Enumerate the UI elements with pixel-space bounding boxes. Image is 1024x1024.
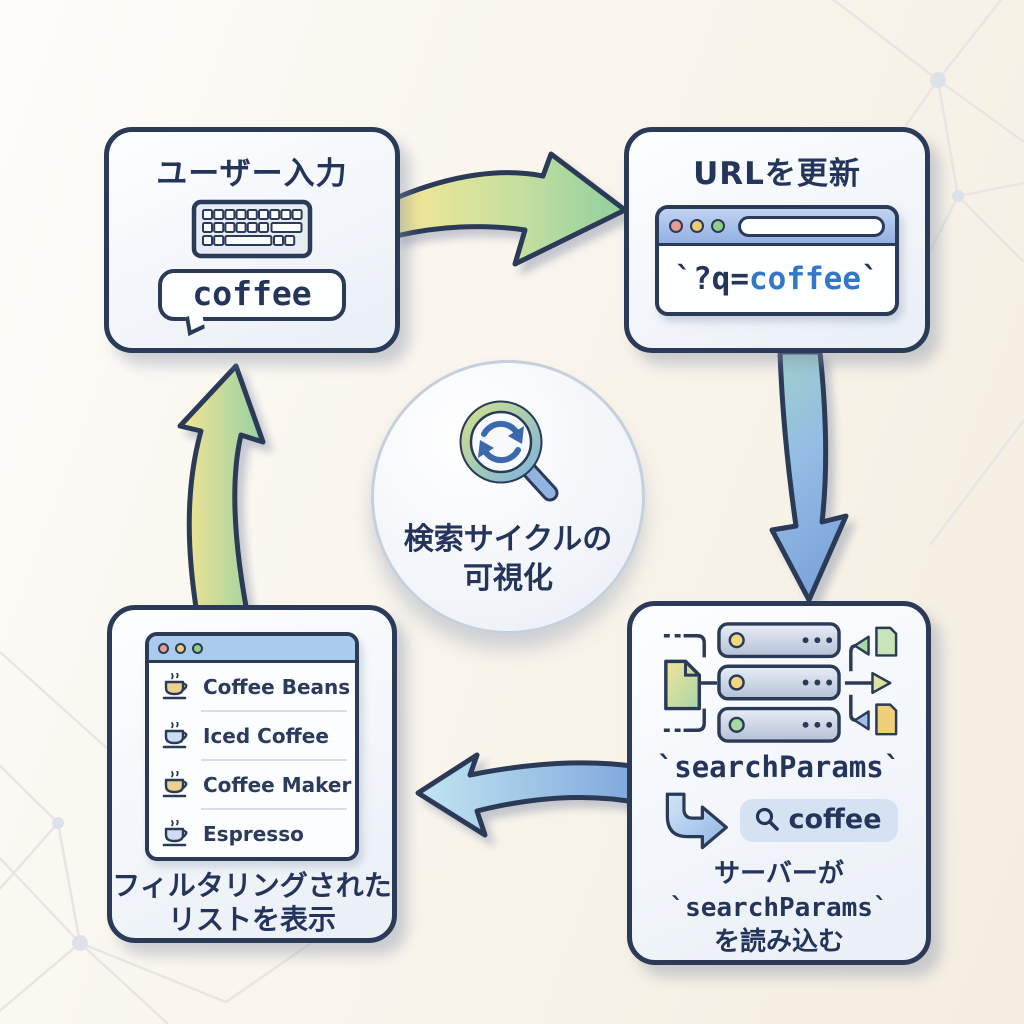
speech-bubble: coffee <box>158 269 346 336</box>
window-dot-yellow-icon <box>175 642 186 654</box>
coffee-cup-icon <box>162 721 188 748</box>
list-item-label: Coffee Maker <box>203 772 352 797</box>
arrow-user-input-to-url <box>393 151 628 267</box>
filtered-list-caption-line2: リストを表示 <box>167 903 336 937</box>
list-item-label: Espresso <box>203 821 304 846</box>
url-query-string: `?q=coffee` <box>674 261 879 297</box>
center-title: 検索サイクルの 可視化 <box>404 520 613 598</box>
box-search-params: `searchParams` coffee サーバーが `searchParam… <box>627 601 931 965</box>
searchparams-caption-line2: `searchParams` <box>669 892 889 923</box>
url-prefix: `?q= <box>674 261 749 297</box>
box-filtered-list: Coffee Beans Iced Coffee <box>107 605 397 943</box>
return-arrow-icon <box>666 792 729 850</box>
keyboard-icon <box>191 199 313 259</box>
list-title-bar <box>149 636 355 663</box>
list-separator <box>201 710 347 712</box>
arrow-url-to-searchparams <box>769 350 849 603</box>
coffee-cup-icon <box>162 672 188 699</box>
user-input-title: ユーザー入力 <box>156 156 348 192</box>
list-item: Coffee Maker <box>149 761 355 808</box>
browser-body: `?q=coffee` <box>659 246 895 312</box>
window-dot-red-icon <box>158 642 169 654</box>
search-pill: coffee <box>740 798 898 842</box>
list-item: Coffee Beans <box>149 663 355 710</box>
url-suffix: ` <box>860 261 880 297</box>
box-url-update: URLを更新 `?q=coffee` <box>624 127 930 353</box>
server-stack-icon <box>663 622 898 743</box>
magnifier-refresh-icon <box>459 400 559 502</box>
list-separator <box>201 808 347 810</box>
filtered-list-caption: フィルタリングされた リストを表示 <box>112 869 391 937</box>
list-item: Espresso <box>149 810 355 857</box>
browser-window: `?q=coffee` <box>655 205 899 316</box>
arrow-searchparams-to-list <box>415 752 643 838</box>
list-item-label: Iced Coffee <box>203 723 329 748</box>
box-user-input: ユーザー入力 coffee <box>104 127 400 353</box>
window-dot-red-icon <box>669 219 683 233</box>
window-dot-yellow-icon <box>690 219 704 233</box>
coffee-cup-icon <box>162 819 188 846</box>
window-dot-green-icon <box>192 642 203 654</box>
window-dot-green-icon <box>711 219 725 233</box>
center-title-line1: 検索サイクルの <box>403 522 613 557</box>
magnifier-icon <box>756 807 780 831</box>
list-item: Iced Coffee <box>149 712 355 759</box>
pill-query-text: coffee <box>788 803 882 835</box>
url-update-title: URLを更新 <box>693 156 861 192</box>
pill-row: coffee <box>660 790 898 850</box>
user-query-text: coffee <box>158 269 346 321</box>
searchparams-caption: サーバーが `searchParams` を読み込む <box>669 858 888 959</box>
searchparams-caption-line3: を読み込む <box>713 926 844 957</box>
searchparams-caption-line1: サーバーが <box>714 859 844 889</box>
center-circle: 検索サイクルの 可視化 <box>371 360 645 634</box>
list-window: Coffee Beans Iced Coffee <box>145 632 359 861</box>
coffee-cup-icon <box>162 770 188 797</box>
url-query-value: coffee <box>749 261 861 297</box>
filtered-list-caption-line1: フィルタリングされた <box>112 869 392 902</box>
browser-title-bar <box>659 209 895 246</box>
list-separator <box>201 759 347 761</box>
searchparams-code-label: `searchParams` <box>656 750 902 784</box>
address-bar <box>738 215 885 237</box>
list-item-label: Coffee Beans <box>203 674 351 699</box>
arrow-list-to-user-input <box>177 363 266 614</box>
center-title-line2: 可視化 <box>463 561 553 596</box>
